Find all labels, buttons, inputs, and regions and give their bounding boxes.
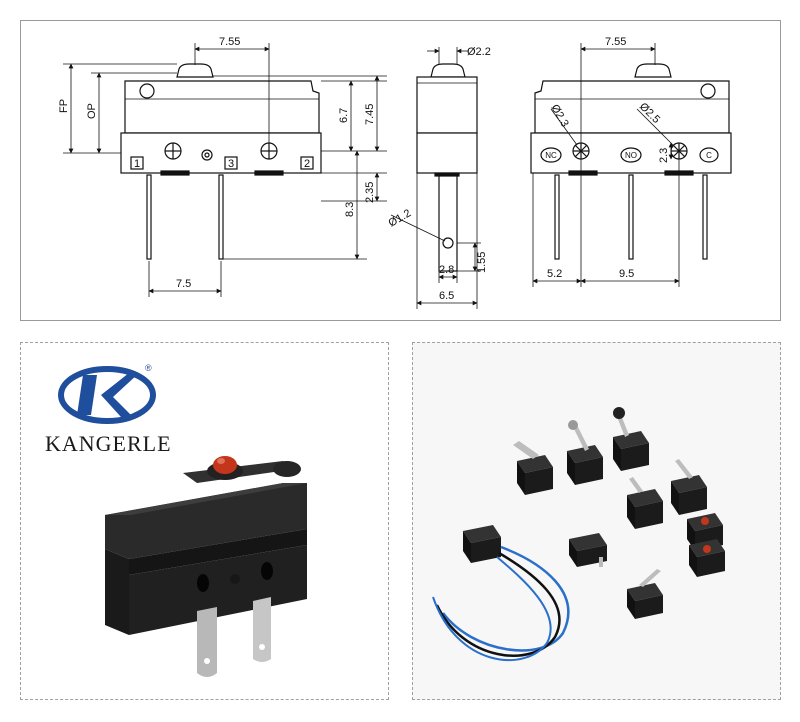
dim-5-2: 5.2 <box>547 268 562 280</box>
dim-dia-2-2: Ø2.2 <box>467 46 491 58</box>
c-label-oval <box>699 147 719 163</box>
side-dimension-lines <box>390 47 481 309</box>
switch-variant-wired <box>432 525 570 662</box>
terminal-box-2 <box>300 156 314 170</box>
dim-dia-1-2: Ø1.2 <box>387 207 414 229</box>
front-dimension-labels: 7.55 FP OP 6.7 7.45 2.35 8.3 7.5 <box>58 36 376 290</box>
rear-pin-nc <box>554 174 560 260</box>
product-variants-panel <box>412 342 781 700</box>
dim-6-7: 6.7 <box>338 108 350 123</box>
dim-8-3: 8.3 <box>344 202 356 217</box>
dim-1-55: 1.55 <box>476 252 488 273</box>
terminal-hole <box>442 237 454 249</box>
terminal-tab-left <box>197 607 217 677</box>
rear-pin-c <box>702 174 708 260</box>
side-view <box>416 63 478 272</box>
switch-variant-red-button-1 <box>687 513 723 551</box>
technical-drawing-panel: 1 3 2 7.55 FP OP 6.7 7.45 <box>20 20 781 321</box>
dim-fp: FP <box>58 99 70 113</box>
product-photo-panel: ® KANGERLE <box>20 342 389 700</box>
front-view <box>120 63 322 260</box>
dim-7-45: 7.45 <box>364 104 376 125</box>
dim-9-5: 9.5 <box>619 268 634 280</box>
switch-variant-roller-2 <box>613 407 649 471</box>
wire-blue-2 <box>432 556 552 662</box>
side-terminal-tab <box>438 175 458 272</box>
switch-variant-plain-1 <box>569 533 607 567</box>
wire-blue <box>442 545 570 652</box>
switch-variant-roller-1 <box>567 420 603 485</box>
terminal-label-no: NO <box>625 151 637 160</box>
dim-2-8: 2.8 <box>439 264 454 276</box>
terminal-label-2: 2 <box>304 158 310 170</box>
wire-black <box>435 551 561 657</box>
side-upper-body <box>416 76 478 134</box>
red-actuator <box>213 456 237 474</box>
terminal-label-nc: NC <box>545 151 557 160</box>
dim-7-5: 7.5 <box>176 278 191 290</box>
no-label-oval <box>620 147 642 163</box>
dim-7-55-top: 7.55 <box>219 36 240 48</box>
terminal-marker-center <box>201 149 213 161</box>
rear-lower-body <box>530 132 732 174</box>
switch-variant-lever-3 <box>627 477 663 529</box>
switch-variant-lever-2 <box>671 459 707 515</box>
rear-dimension-lines <box>532 43 680 287</box>
actuator-button <box>176 63 214 78</box>
nc-label-oval <box>540 147 562 163</box>
dim-7-55-right: 7.55 <box>605 36 626 48</box>
kangerle-logo: ® <box>58 363 156 424</box>
terminal-box-3 <box>224 156 238 170</box>
mounting-hole-left <box>139 83 155 99</box>
rear-view <box>530 63 732 260</box>
variants-svg <box>432 407 725 662</box>
registered-mark: ® <box>145 363 152 373</box>
brand-name: KANGERLE <box>45 431 172 456</box>
dim-6-5: 6.5 <box>439 290 454 302</box>
dim-op: OP <box>86 103 98 119</box>
rear-terminal-labels: NC NO C <box>545 151 712 160</box>
front-dimension-lines <box>63 43 387 297</box>
switch-variant-red-button-2 <box>689 539 725 577</box>
side-lower-body <box>416 132 478 174</box>
terminal-box-1 <box>130 156 144 170</box>
rear-mounting-hole <box>700 83 716 99</box>
side-actuator <box>430 63 466 78</box>
dim-2-3: 2.3 <box>658 148 670 163</box>
pin-3 <box>218 174 224 260</box>
dim-2-35: 2.35 <box>364 182 376 203</box>
rear-actuator <box>634 63 672 78</box>
switch-variant-lever-1 <box>513 441 553 495</box>
front-terminal-numbers: 1 3 2 <box>134 158 310 170</box>
microswitch-photo <box>105 456 307 677</box>
product-svg: ® <box>58 363 307 677</box>
pin-1 <box>146 174 152 260</box>
rear-pin-no <box>628 174 634 260</box>
switch-lower-body <box>120 132 322 174</box>
technical-drawing-svg: 1 3 2 7.55 FP OP 6.7 7.45 <box>58 36 732 309</box>
switch-variant-lever-4 <box>627 569 663 619</box>
terminal-label-3: 3 <box>228 158 234 170</box>
terminal-tab-right <box>253 597 271 662</box>
terminal-label-1: 1 <box>134 158 140 170</box>
terminal-label-c: C <box>706 151 712 160</box>
